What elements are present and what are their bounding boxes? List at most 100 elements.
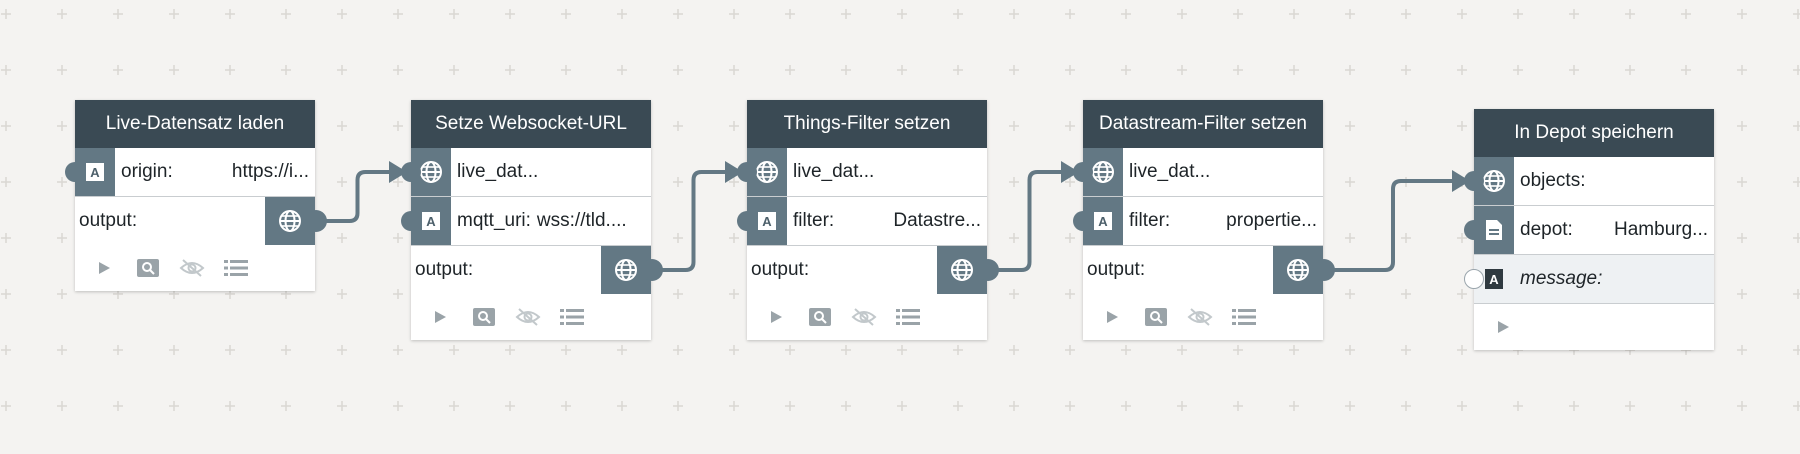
grid-mark [1569,401,1579,411]
input-port[interactable] [1464,171,1484,191]
grid-mark [393,401,403,411]
grid-mark [1233,9,1243,19]
node-things-filter-setzen[interactable]: Things-Filter setzen live_dat... A filte… [737,100,999,340]
grid-mark [1345,121,1355,131]
list-icon[interactable] [1229,304,1259,330]
input-port[interactable] [65,162,85,182]
inspect-icon[interactable] [469,304,499,330]
grid-mark [1065,9,1075,19]
grid-mark [953,345,963,355]
play-icon[interactable] [1488,314,1518,340]
grid-mark [785,345,795,355]
grid-mark [561,65,571,75]
input-value[interactable]: Datastre... [893,210,981,231]
play-icon[interactable] [89,255,119,281]
input-value[interactable]: wss://tld.... [536,210,627,231]
node-setze-websocket-url[interactable]: Setze Websocket-URL live_dat... A mqtt_u… [401,100,663,340]
grid-mark [729,121,739,131]
grid-mark [1009,9,1019,19]
node-datastream-filter-setzen[interactable]: Datastream-Filter setzen live_dat... A f… [1073,100,1335,340]
inspect-icon[interactable] [133,255,163,281]
eye-off-icon[interactable] [177,255,207,281]
input-port[interactable] [401,162,421,182]
output-port[interactable] [977,259,999,281]
input-port[interactable] [1073,211,1093,231]
grid-mark [1009,65,1019,75]
input-row-live-datensatz[interactable]: live_dat... [1073,148,1323,197]
eye-off-icon[interactable] [849,304,879,330]
node-title[interactable]: Live-Datensatz laden [75,100,315,148]
output-row: output: [75,197,327,245]
grid-mark [1625,9,1635,19]
input-row-filter[interactable]: A filter: Datastre... [737,197,987,246]
grid-mark [673,401,683,411]
grid-mark [1793,121,1800,131]
output-port[interactable] [305,210,327,232]
output-port[interactable] [1313,259,1335,281]
node-title[interactable]: Datastream-Filter setzen [1083,100,1323,148]
node-title[interactable]: In Depot speichern [1474,109,1714,157]
grid-mark [1065,345,1075,355]
grid-mark [1401,289,1411,299]
play-icon[interactable] [425,304,455,330]
input-row-live-datensatz[interactable]: live_dat... [401,148,651,197]
input-row-filter[interactable]: A filter: propertie... [1073,197,1323,246]
input-value[interactable]: Hamburg... [1614,219,1708,240]
grid-mark [1793,177,1800,187]
grid-mark [57,177,67,187]
grid-mark [841,9,851,19]
grid-mark [785,401,795,411]
input-row-live-datensatz[interactable]: live_dat... [737,148,987,197]
list-icon[interactable] [557,304,587,330]
list-icon[interactable] [893,304,923,330]
grid-mark [337,177,347,187]
grid-mark [1233,345,1243,355]
input-port[interactable] [1073,162,1093,182]
input-label: origin: [121,161,173,182]
input-port[interactable] [737,211,757,231]
grid-mark [1345,177,1355,187]
grid-mark [393,177,403,187]
input-row-depot[interactable]: depot: Hamburg... [1464,206,1714,255]
eye-off-icon[interactable] [1185,304,1215,330]
inspect-icon[interactable] [1141,304,1171,330]
grid-mark [1009,289,1019,299]
input-row-objects[interactable]: objects: [1464,157,1714,206]
grid-mark [57,401,67,411]
text-type-icon: A [1474,255,1514,303]
node-in-depot-speichern[interactable]: In Depot speichern objects: depot: Hambu… [1464,109,1714,350]
grid-mark [785,65,795,75]
grid-mark [1513,9,1523,19]
grid-mark [1681,9,1691,19]
input-row-origin[interactable]: A origin: https://i... [65,148,315,197]
grid-mark [1065,233,1075,243]
input-port[interactable] [401,211,421,231]
eye-off-icon[interactable] [513,304,543,330]
grid-mark [281,345,291,355]
grid-mark [1065,401,1075,411]
grid-mark [1009,121,1019,131]
input-label: filter: [793,210,835,231]
grid-mark [337,233,347,243]
grid-mark [617,401,627,411]
input-value[interactable]: propertie... [1226,210,1317,231]
input-row-mqtt-uri[interactable]: A mqtt_uri: wss://tld.... [401,197,651,246]
list-icon[interactable] [221,255,251,281]
input-value[interactable]: https://i... [231,161,309,182]
grid-mark [1345,289,1355,299]
input-row-message[interactable]: A message: [1464,255,1714,304]
output-port[interactable] [641,259,663,281]
node-title[interactable]: Setze Websocket-URL [411,100,651,148]
grid-mark [57,233,67,243]
node-live-datensatz-laden[interactable]: Live-Datensatz laden A origin: https://i… [65,100,327,291]
grid-mark [1009,345,1019,355]
input-port[interactable] [1464,220,1484,240]
play-icon[interactable] [761,304,791,330]
grid-mark [1009,233,1019,243]
play-icon[interactable] [1097,304,1127,330]
grid-mark [1793,233,1800,243]
optional-input-port[interactable] [1464,269,1484,289]
inspect-icon[interactable] [805,304,835,330]
node-title[interactable]: Things-Filter setzen [747,100,987,148]
input-port[interactable] [737,162,757,182]
